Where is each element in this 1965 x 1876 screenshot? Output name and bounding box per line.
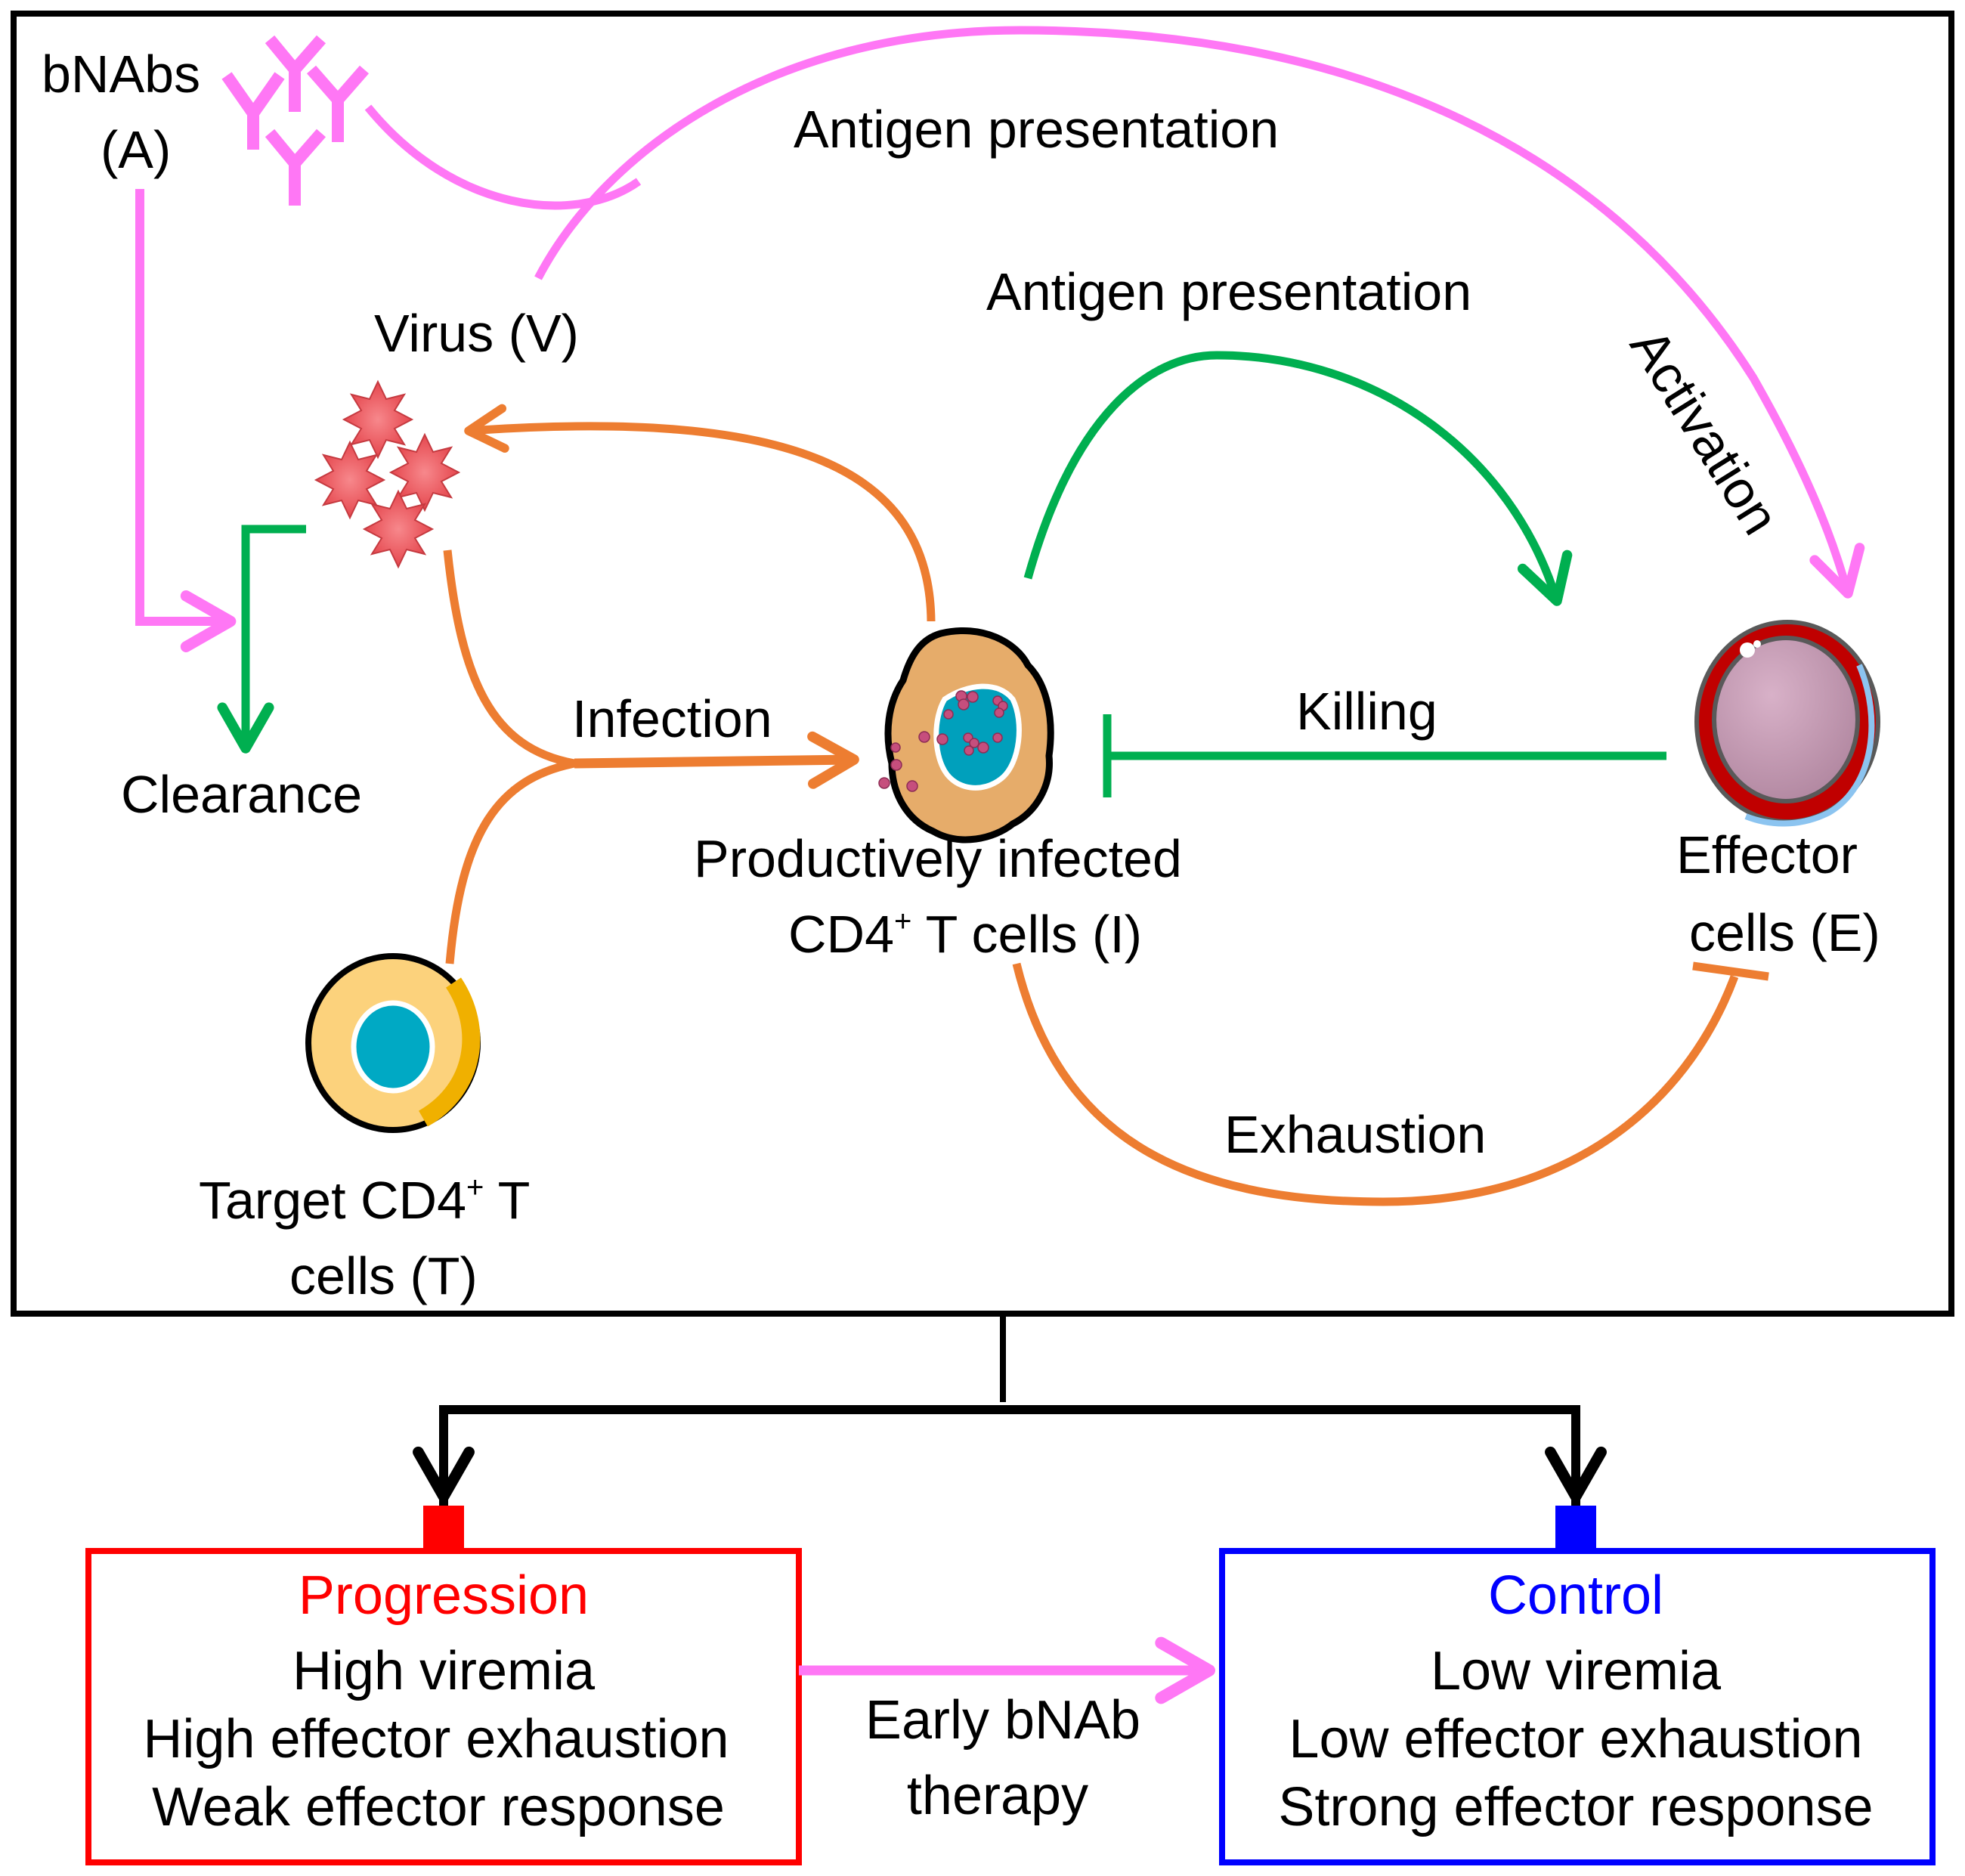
antigen-presentation-inner-arrow	[1023, 351, 1573, 606]
infection-label: Infection	[572, 689, 772, 748]
virus-icon	[314, 379, 461, 569]
virus-label: Virus (V)	[374, 304, 579, 363]
bnabs-label-symbol: (A)	[101, 120, 171, 179]
bnabs-label: bNAbs	[42, 45, 200, 104]
infected-cell-label: Productively infected	[694, 829, 1182, 888]
clearance-arrow	[217, 525, 306, 754]
effector-cell-label: Effector	[1676, 825, 1858, 884]
virus-production-arrow	[464, 404, 936, 622]
exhaustion-label: Exhaustion	[1224, 1105, 1486, 1164]
infection-arrow	[574, 731, 859, 789]
virion	[388, 432, 461, 512]
progression-line: Weak effector response	[152, 1777, 725, 1837]
control-line: Low viremia	[1431, 1641, 1722, 1701]
infection-target-branch	[445, 759, 576, 964]
target-cell-label: Target CD4+ T	[199, 1171, 530, 1230]
therapy-label-line2: therapy	[907, 1766, 1088, 1826]
bnab-complex-line	[364, 104, 642, 210]
infected-cell-label-line2: CD4+ T cells (I)	[788, 905, 1142, 964]
antibody-icon	[221, 35, 370, 206]
virion	[362, 489, 435, 569]
control-line: Low effector exhaustion	[1289, 1709, 1862, 1769]
antigen-presentation-outer-label: Antigen presentation	[794, 100, 1279, 159]
progression-marker	[423, 1506, 464, 1548]
activation-label: Activation	[1619, 319, 1790, 545]
exhaustion-inhibition-curve	[1012, 962, 1739, 1206]
virion	[342, 379, 414, 460]
target-cell-label-line2: cells (T)	[289, 1246, 478, 1305]
progression-title: Progression	[299, 1565, 589, 1626]
effector-cell-icon	[1694, 620, 1880, 827]
clearance-label: Clearance	[121, 765, 362, 824]
infected-cell-icon	[878, 627, 1054, 844]
control-box: Control Low viremia Low effector exhaust…	[1219, 1548, 1936, 1865]
antigen-presentation-outer-arrow	[534, 26, 1865, 599]
killing-label: Killing	[1296, 682, 1437, 741]
progression-box: Progression High viremia High effector e…	[85, 1548, 802, 1865]
effector-cell-label-line2: cells (E)	[1689, 903, 1880, 962]
control-marker	[1555, 1506, 1596, 1548]
control-title: Control	[1488, 1565, 1663, 1626]
target-cell-icon	[305, 953, 481, 1133]
therapy-label: Early bNAb	[865, 1690, 1140, 1751]
exhaustion-inhibition-bar	[1692, 961, 1769, 981]
virion-particles	[878, 690, 1008, 792]
antigen-presentation-inner-label: Antigen presentation	[986, 262, 1471, 321]
progression-line: High viremia	[292, 1641, 596, 1701]
outcome-branch	[439, 1405, 1580, 1508]
virion	[314, 440, 386, 520]
bnab-clearance-arrow	[135, 189, 237, 652]
progression-line: High effector exhaustion	[143, 1709, 729, 1769]
infection-virus-branch	[443, 549, 575, 768]
model-frame	[11, 11, 1954, 1317]
control-line: Strong effector response	[1278, 1777, 1873, 1837]
